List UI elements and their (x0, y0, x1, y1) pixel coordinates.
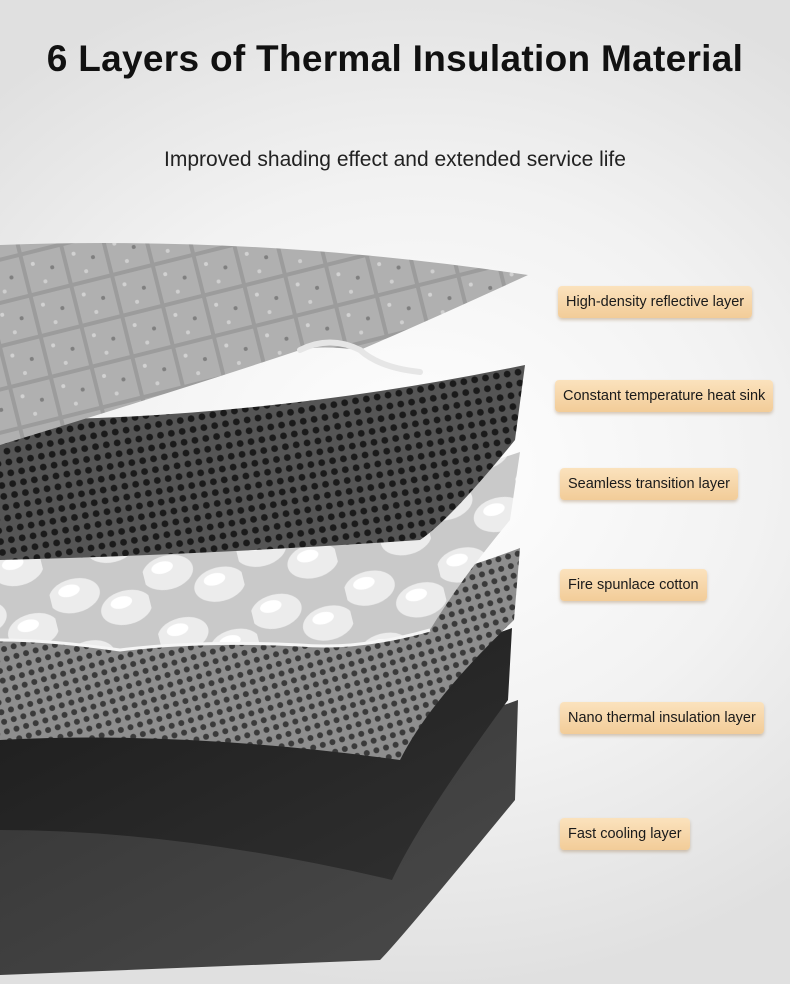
page-title: 6 Layers of Thermal Insulation Material (46, 38, 744, 79)
reflective-layer-shape (0, 243, 528, 445)
heat-sink-layer-shape (0, 365, 525, 560)
label-spunlace-cotton: Fire spunlace cotton (560, 569, 707, 601)
page-subtitle: Improved shading effect and extended ser… (164, 148, 626, 171)
label-reflective-layer: High-density reflective layer (558, 286, 753, 318)
label-fast-cooling: Fast cooling layer (560, 818, 690, 850)
label-transition-layer: Seamless transition layer (560, 468, 738, 500)
label-nano-insulation: Nano thermal insulation layer (560, 702, 764, 734)
label-heat-sink: Constant temperature heat sink (555, 380, 774, 412)
